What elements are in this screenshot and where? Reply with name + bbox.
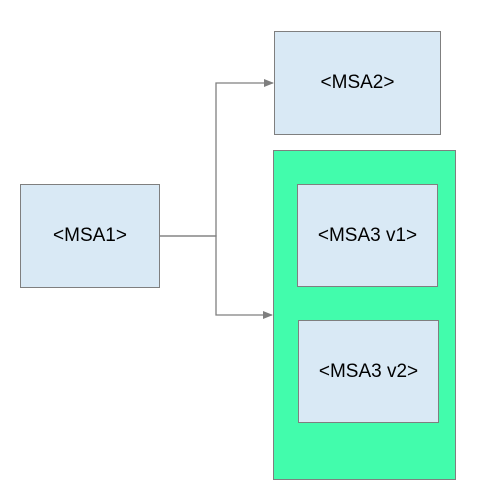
msa1-node: <MSA1> (20, 184, 160, 288)
msa3-v2-node: <MSA3 v2> (298, 320, 439, 423)
msa1-label: <MSA1> (53, 225, 127, 246)
msa3-v2-label: <MSA3 v2> (318, 360, 419, 382)
connector-msa1-to-msa3-group (160, 235, 273, 319)
msa2-node: <MSA2> (274, 31, 441, 135)
msa2-label: <MSA2> (320, 72, 395, 93)
msa3-v1-label: <MSA3 v1> (317, 224, 418, 246)
msa3-v1-node: <MSA3 v1> (297, 184, 438, 287)
connector-msa1-to-msa2 (160, 79, 274, 237)
